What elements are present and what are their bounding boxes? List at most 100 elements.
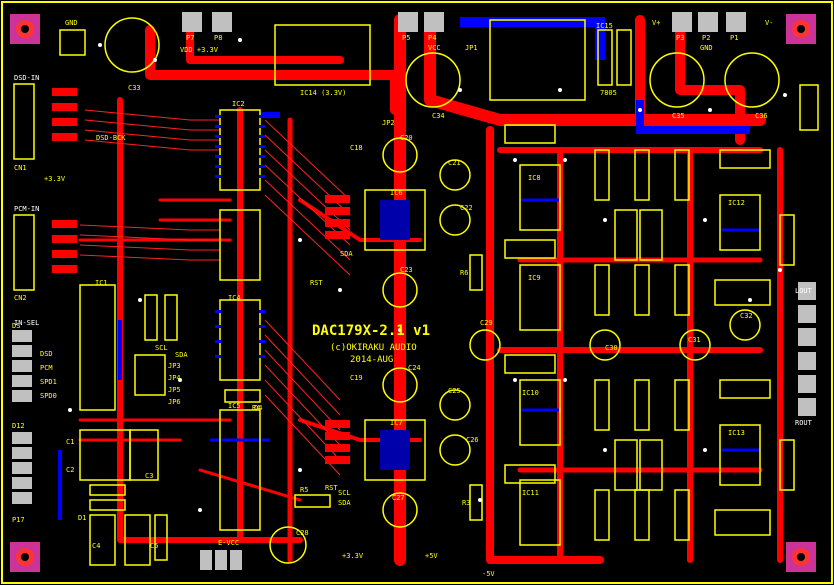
label-p2: P2 [702, 34, 710, 42]
label-spd1: SPD1 [40, 378, 57, 386]
pin-headers [13, 29, 819, 396]
label-c3: C3 [145, 472, 153, 480]
label-c2: C2 [66, 466, 74, 474]
label-ds: DS [12, 322, 20, 330]
label-jp6: JP6 [168, 398, 181, 406]
label-ic9: IC9 [528, 274, 541, 282]
label-p5v: +5V [425, 552, 438, 560]
label-c25: C25 [448, 387, 461, 395]
electrolytic-capacitors [104, 17, 780, 564]
label-dsd-bck: DSD-BCK [96, 134, 126, 142]
label-d1: D1 [78, 514, 86, 522]
label-cn1: CN1 [14, 164, 27, 172]
label-r3: R3 [462, 499, 470, 507]
label-c32: C32 [740, 312, 753, 320]
label-rst1: RST [310, 279, 323, 287]
label-c18: C18 [350, 144, 363, 152]
label-gnd-p2: GND [700, 44, 713, 52]
label-r5: R5 [300, 486, 308, 494]
label-c28: C28 [296, 529, 309, 537]
label-ic6: IC6 [390, 189, 403, 197]
board-title-block: DAC179X-2.1 v1 (c)OKIRAKU AUDIO 2014-AUG [312, 323, 430, 365]
label-ic10: IC10 [522, 389, 539, 397]
label-jp3: JP3 [168, 362, 181, 370]
label-ic14: IC14 (3.3V) [300, 89, 346, 97]
label-c36: C36 [755, 112, 768, 120]
label-7805: 7805 [600, 89, 617, 97]
label-ic1: IC1 [95, 279, 108, 287]
label-in-sel: IN-SEL [14, 319, 39, 327]
label-c22: C22 [460, 204, 473, 212]
label-pcm: PCM [40, 364, 53, 372]
label-d4: D4 [254, 404, 262, 412]
label-c1: C1 [66, 438, 74, 446]
label-c26: C26 [466, 436, 479, 444]
label-3v3: +3.3V [44, 175, 66, 183]
label-ic12: IC12 [728, 199, 745, 207]
label-ic4: IC4 [228, 294, 241, 302]
label-c23: C23 [400, 266, 413, 274]
label-c24: C24 [408, 364, 421, 372]
connector-pads [12, 12, 816, 570]
label-ic11: IC11 [522, 489, 539, 497]
label-r4: R4 [252, 404, 260, 412]
label-ic15: IC15 [596, 22, 613, 30]
label-scl2: SCL [338, 489, 351, 497]
label-p3: P3 [676, 34, 684, 42]
board-title: DAC179X-2.1 v1 [312, 323, 430, 339]
label-c31: C31 [688, 336, 701, 344]
label-sda2: SDA [340, 250, 353, 258]
label-p8: P8 [214, 34, 222, 42]
label-jp1: JP1 [465, 44, 478, 52]
vias [68, 38, 787, 512]
label-c34: C34 [432, 112, 445, 120]
label-jp5: JP5 [168, 386, 181, 394]
label-3v3b: +3.3V [342, 552, 364, 560]
header-pads [52, 88, 350, 464]
label-c29: C29 [480, 319, 493, 327]
mounting-holes [10, 14, 816, 572]
label-p1: P1 [730, 34, 738, 42]
label-p17: P17 [12, 516, 25, 524]
label-c35: C35 [672, 112, 685, 120]
label-vminus: V- [765, 19, 773, 27]
silk-labels: GND DSD-IN PCM-IN IN-SEL CN1 CN2 +3.3V D… [12, 19, 813, 578]
label-c21: C21 [448, 159, 461, 167]
top-copper-traces [78, 14, 783, 566]
label-m5v: -5V [482, 570, 495, 578]
board-copyright: (c)OKIRAKU AUDIO [330, 343, 417, 353]
resistors [79, 124, 795, 566]
label-c4: C4 [92, 542, 100, 550]
label-jp2: JP2 [382, 119, 395, 127]
label-ic5: IC5 [228, 402, 241, 410]
label-c30: C30 [605, 344, 618, 352]
label-ic8: IC8 [528, 174, 541, 182]
label-ic7: IC7 [390, 419, 403, 427]
label-c33: C33 [128, 84, 141, 92]
label-c27: C27 [392, 494, 405, 502]
label-c5: C5 [150, 542, 158, 550]
label-sda3: SDA [338, 499, 351, 507]
label-pcm-in: PCM-IN [14, 205, 39, 213]
label-rout: ROUT [795, 419, 813, 427]
label-scl: SCL [155, 344, 168, 352]
label-ic13: IC13 [728, 429, 745, 437]
label-vplus: V+ [652, 19, 660, 27]
label-vcc: VCC [428, 44, 441, 52]
label-p5: P5 [402, 34, 410, 42]
label-ic2: IC2 [232, 100, 245, 108]
label-lout: LOUT [795, 287, 813, 295]
label-p7: P7 [186, 34, 194, 42]
label-cn2: CN2 [14, 294, 27, 302]
label-rst2: RST [325, 484, 338, 492]
label-p4: P4 [428, 34, 436, 42]
label-c19: C19 [350, 374, 363, 382]
label-sda: SDA [175, 351, 188, 359]
ic-pins [215, 115, 410, 470]
label-d12: D12 [12, 422, 25, 430]
label-gnd-top: GND [65, 19, 78, 27]
label-dsd-in: DSD-IN [14, 74, 39, 82]
label-r6: R6 [460, 269, 468, 277]
